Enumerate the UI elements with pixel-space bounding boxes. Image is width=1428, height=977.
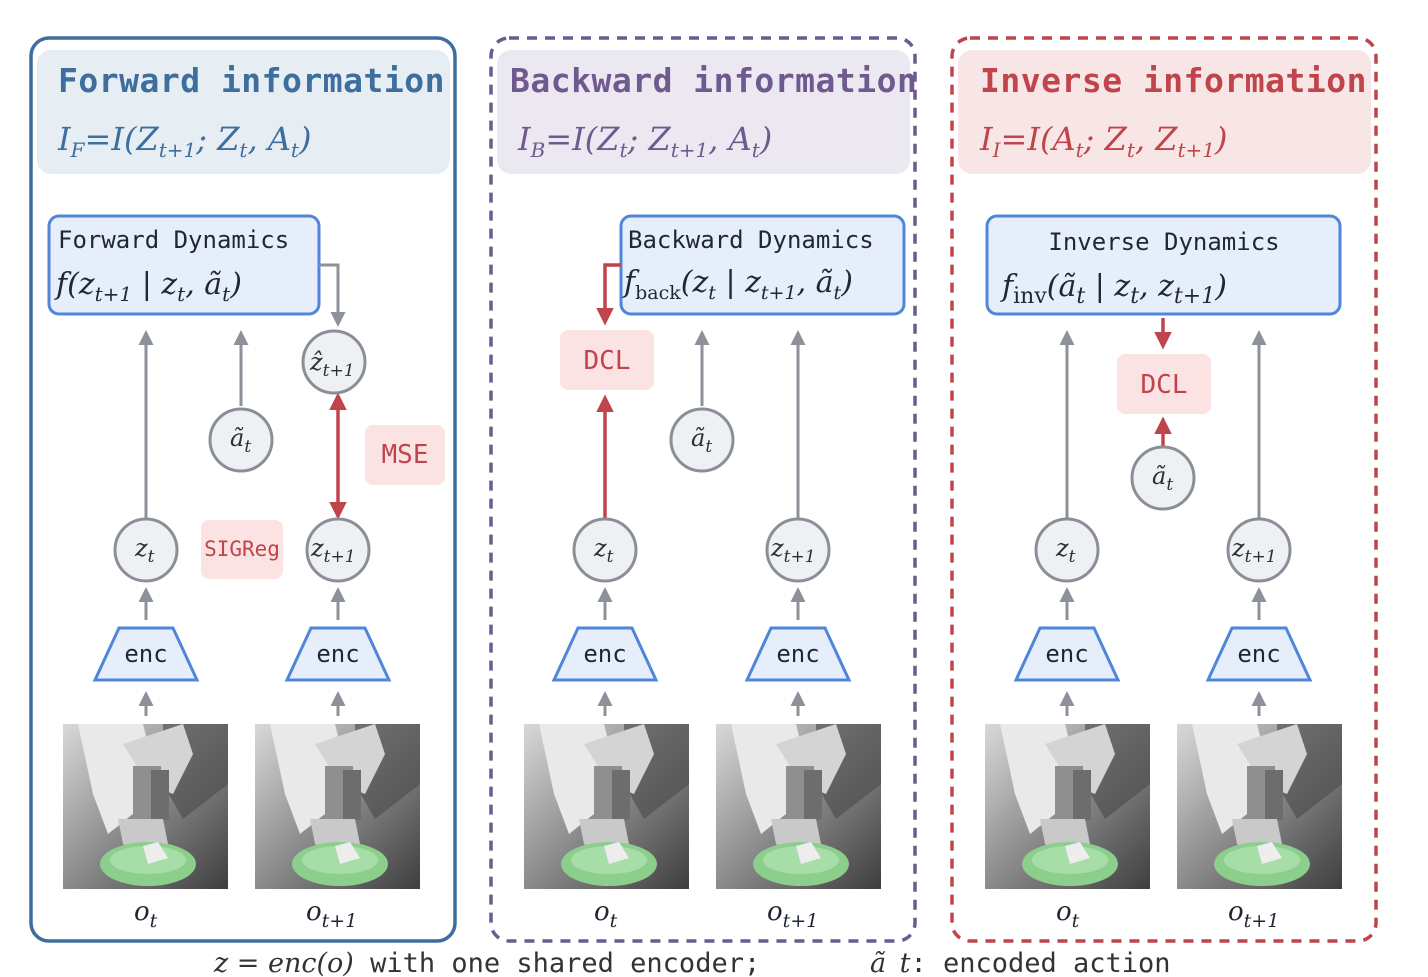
backward-obs-t-label: ot: [594, 897, 618, 932]
forward-sigreg-label: SIGReg: [204, 537, 280, 561]
inverse-title: Inverse information: [980, 61, 1367, 100]
forward-header-box: [37, 50, 450, 174]
caption-left-math: z = enc(o): [213, 948, 354, 977]
caption: z = enc(o) with one shared encoder;: [213, 948, 760, 977]
backward-action-node: [669, 407, 735, 473]
inverse-obs-t-label: ot: [1056, 897, 1080, 932]
backward-arrow-dyn-to-dcl: [596, 263, 621, 326]
inverse-zt-node: [1034, 517, 1100, 583]
forward-panel-border: [29, 36, 457, 943]
backward-formula: IB=I(Zt; Zt+1, At): [517, 120, 772, 162]
forward-mse-box: [365, 425, 445, 485]
inverse-encoder-t-label: enc: [1045, 640, 1088, 668]
forward-formula: IF=I(Zt+1; Zt, At): [57, 120, 311, 162]
inverse-dcl-box: [1117, 354, 1211, 414]
backward-encoder-t1: [744, 626, 852, 682]
forward-obs-t1-label: ot+1: [306, 897, 357, 932]
inverse-dynamics-formula: finv(ãt | zt, zt+1): [1000, 269, 1227, 309]
inverse-dynamics-box: [985, 214, 1342, 316]
inverse-zt1-node: [1226, 517, 1292, 583]
forward-obs-image-t1: [255, 724, 420, 889]
forward-sigreg-box: [201, 520, 283, 579]
backward-zt-node: [572, 517, 638, 583]
inverse-encoder-t1-label: enc: [1237, 640, 1280, 668]
inverse-dynamics-name: Inverse Dynamics: [1048, 228, 1279, 256]
forward-dynamics-name: Forward Dynamics: [58, 226, 289, 254]
inverse-formula: II=I(At; Zt, Zt+1): [979, 120, 1227, 162]
forward-action-node: [208, 407, 274, 473]
backward-dcl-box: [560, 330, 654, 390]
inverse-encoder-t1: [1205, 626, 1313, 682]
inverse-obs-image-t1: [1177, 724, 1342, 889]
caption-left-text: with one shared encoder;: [354, 948, 760, 977]
caption-right-text: : encoded action: [910, 948, 1170, 977]
backward-obs-image-t1: [716, 724, 881, 889]
inverse-dcl-label: DCL: [1141, 370, 1188, 400]
forward-dynamics-formula: f(zt+1 | zt, ãt): [54, 267, 242, 306]
backward-title: Backward information: [510, 61, 917, 100]
backward-obs-t1-label: ot+1: [767, 897, 818, 932]
forward-encoder-t: [92, 626, 200, 682]
inverse-panel-border: [950, 36, 1378, 943]
backward-zt1-node: [765, 517, 831, 583]
backward-encoder-t1-label: enc: [776, 640, 819, 668]
forward-zt-node: [113, 517, 179, 583]
backward-encoder-t: [551, 626, 659, 682]
forward-arrow-to-pred: [319, 263, 346, 327]
forward-obs-t-label: ot: [134, 897, 158, 932]
backward-header-box: [497, 50, 910, 174]
caption-right: ã_t: encoded action: [870, 948, 1171, 977]
forward-obs-image-t: [63, 724, 228, 889]
inverse-obs-image-t: [985, 724, 1150, 889]
inverse-obs-t1-label: ot+1: [1228, 897, 1279, 932]
backward-dcl-label: DCL: [584, 346, 631, 376]
backward-obs-image-t: [524, 724, 689, 889]
inverse-header-box: [958, 50, 1371, 174]
forward-pred-node: [301, 329, 367, 395]
inverse-action-node: [1130, 445, 1196, 511]
forward-encoder-t-label: enc: [124, 640, 167, 668]
backward-encoder-t-label: enc: [583, 640, 626, 668]
forward-zt1-node: [305, 517, 371, 583]
forward-encoder-t1-label: enc: [316, 640, 359, 668]
backward-dynamics-name: Backward Dynamics: [628, 226, 874, 254]
forward-mse-label: MSE: [382, 440, 429, 470]
inverse-encoder-t: [1013, 626, 1121, 682]
caption-right-math: ã_t: [870, 948, 911, 977]
forward-title: Forward information: [58, 61, 445, 100]
backward-panel-border: [489, 36, 917, 943]
forward-encoder-t1: [284, 626, 392, 682]
